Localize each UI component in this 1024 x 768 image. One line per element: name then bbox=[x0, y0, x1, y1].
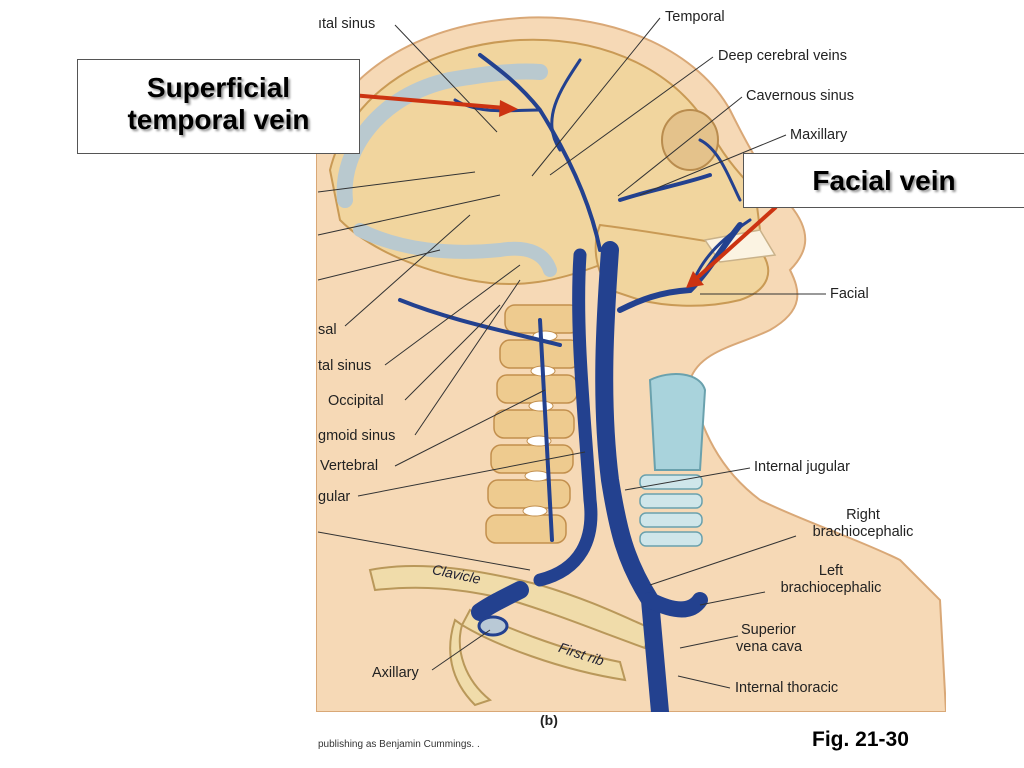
label-sigmoid-sinus: gmoid sinus bbox=[318, 428, 396, 444]
callout-superficial-temporal-vein: Superficial temporal vein bbox=[77, 59, 360, 154]
leader-lines bbox=[317, 17, 826, 689]
callout-arrows bbox=[327, 91, 778, 288]
venous-system bbox=[398, 53, 752, 712]
callout-facial-vein: Facial vein bbox=[743, 153, 1024, 208]
label-sinus: tal sinus bbox=[318, 358, 372, 374]
label-deep-cerebral-veins: Deep cerebral veins bbox=[718, 48, 847, 64]
label-left-brachiocephalic-line-2: brachiocephalic bbox=[780, 580, 882, 596]
cervical-spine bbox=[485, 304, 581, 544]
larynx-trachea bbox=[639, 373, 707, 547]
label-vertebral: Vertebral bbox=[320, 458, 379, 474]
label-right-brachiocephalic-line-2: brachiocephalic bbox=[812, 524, 914, 540]
figure-number: Fig. 21-30 bbox=[812, 728, 909, 751]
label-sagittal-sinus: ıtal sinus bbox=[318, 16, 376, 32]
label-cavernous-sinus: Cavernous sinus bbox=[746, 88, 854, 104]
label-dorsal: sal bbox=[318, 322, 337, 338]
label-superior-vena-cava: Superior vena cava bbox=[736, 622, 802, 656]
axillary-vein-end bbox=[477, 615, 509, 637]
label-internal-thoracic: Internal thoracic bbox=[735, 680, 839, 696]
label-superior-vena-cava-line-1: Superior bbox=[741, 622, 796, 638]
label-maxillary: Maxillary bbox=[790, 127, 848, 143]
label-occipital: Occipital bbox=[328, 393, 384, 409]
orbit bbox=[661, 109, 719, 171]
label-axillary: Axillary bbox=[372, 665, 419, 681]
label-right-brachiocephalic-line-1: Right bbox=[846, 507, 880, 523]
callout-facial-text: Facial vein bbox=[812, 165, 956, 196]
label-internal-jugular: Internal jugular bbox=[754, 459, 850, 475]
dural-sinus-band bbox=[336, 63, 548, 208]
label-temporal: Temporal bbox=[665, 9, 725, 25]
label-superior-vena-cava-line-2: vena cava bbox=[736, 639, 803, 655]
label-jugular: gular bbox=[318, 489, 351, 505]
callout-line-1: Superficial bbox=[146, 72, 291, 103]
credit-line: publishing as Benjamin Cummings. . bbox=[318, 739, 480, 750]
label-left-brachiocephalic: Left brachiocephalic bbox=[766, 563, 896, 597]
panel-label: (b) bbox=[540, 712, 558, 728]
label-right-brachiocephalic: Right brachiocephalic bbox=[798, 507, 928, 541]
label-left-brachiocephalic-line-1: Left bbox=[818, 563, 844, 579]
callout-line-2: temporal vein bbox=[127, 104, 310, 135]
label-facial: Facial bbox=[830, 286, 869, 302]
